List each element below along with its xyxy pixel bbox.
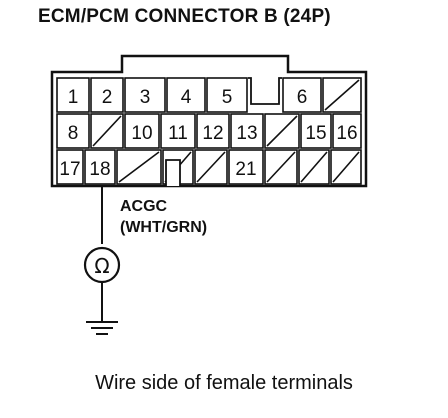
terminal-cell: 2 xyxy=(90,77,124,113)
terminal-cell: 16 xyxy=(332,113,362,149)
terminal-number: 3 xyxy=(140,87,151,108)
terminal-cell: 18 xyxy=(84,149,116,185)
terminal-number: 6 xyxy=(297,87,308,108)
terminal-number: 18 xyxy=(89,159,110,180)
empty-terminal-slash xyxy=(332,151,360,183)
terminal-cell xyxy=(116,149,162,185)
terminal-cell xyxy=(248,77,282,105)
ground-icon xyxy=(86,321,118,335)
key-notch xyxy=(165,159,181,186)
terminal-cell: 1 xyxy=(56,77,90,113)
connector-title: ECM/PCM CONNECTOR B (24P) xyxy=(38,6,331,27)
empty-terminal-slash xyxy=(92,115,122,147)
terminal-cell: 4 xyxy=(166,77,206,113)
terminal-number: 12 xyxy=(202,123,223,144)
wire-signal-name: ACGC xyxy=(120,198,168,215)
terminal-cell: 5 xyxy=(206,77,248,113)
wire-color-code: (WHT/GRN) xyxy=(120,219,208,236)
terminal-number: 11 xyxy=(168,123,188,144)
terminal-cell: 3 xyxy=(124,77,166,113)
terminal-cell: 13 xyxy=(230,113,264,149)
terminal-cell xyxy=(298,149,330,185)
terminal-number: 2 xyxy=(102,87,113,108)
terminal-cell: 21 xyxy=(228,149,264,185)
terminal-number: 21 xyxy=(235,159,256,180)
terminal-number: 5 xyxy=(222,87,233,108)
terminal-cell xyxy=(194,149,228,185)
diagram-caption: Wire side of female terminals xyxy=(95,372,353,394)
terminal-number: 16 xyxy=(336,123,357,144)
terminal-number: 8 xyxy=(68,123,79,144)
terminal-cell: 8 xyxy=(56,113,90,149)
terminal-cell xyxy=(90,113,124,149)
terminal-cell: 11 xyxy=(160,113,196,149)
terminal-cell xyxy=(264,113,300,149)
terminal-number: 10 xyxy=(131,123,152,144)
empty-terminal-slash xyxy=(266,151,296,183)
terminal-cell: 12 xyxy=(196,113,230,149)
empty-terminal-slash xyxy=(196,151,226,183)
terminal-cell: 15 xyxy=(300,113,332,149)
terminal-cell: 10 xyxy=(124,113,160,149)
terminal-number: 17 xyxy=(59,159,80,180)
terminal-cell xyxy=(330,149,362,185)
connector-housing xyxy=(50,54,368,188)
terminal-cell xyxy=(264,149,298,185)
ohm-icon: Ω xyxy=(94,254,109,278)
terminal-number: 15 xyxy=(305,123,326,144)
empty-terminal-slash xyxy=(266,115,298,147)
terminal-number: 1 xyxy=(68,87,79,108)
terminal-number: 13 xyxy=(236,123,257,144)
terminal-cell xyxy=(322,77,362,113)
empty-terminal-slash xyxy=(300,151,328,183)
terminal-cell: 6 xyxy=(282,77,322,113)
empty-terminal-slash xyxy=(118,151,160,183)
terminal-number: 4 xyxy=(181,87,192,108)
empty-terminal-slash xyxy=(324,79,360,111)
terminal-cell: 17 xyxy=(56,149,84,185)
